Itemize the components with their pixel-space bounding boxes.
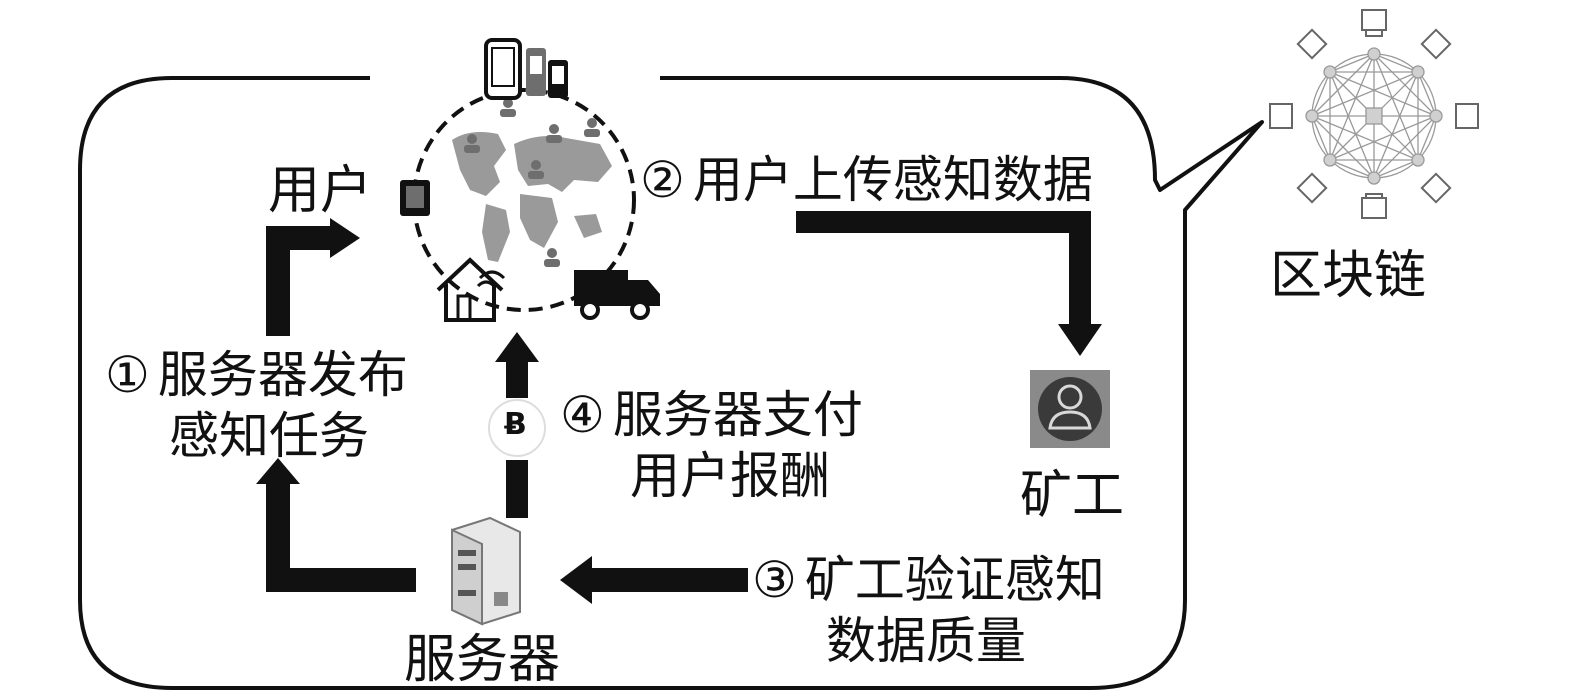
smart-home-icon <box>436 257 506 322</box>
computer-node-icon <box>1269 9 1479 219</box>
step-4-line-1: 服务器支付 <box>612 386 863 444</box>
miner-icon <box>1030 370 1110 448</box>
blockchain-network-icon <box>1269 9 1479 219</box>
step-1-line-2: 感知任务 <box>169 407 369 465</box>
arrow-3-verify-data <box>560 556 748 604</box>
step-2-number: ② <box>640 151 685 209</box>
step-1-number: ① <box>105 346 150 404</box>
step-2-line-1: 用户上传感知数据 <box>692 151 1093 209</box>
step-3-number: ③ <box>752 551 797 609</box>
user-label: 用户 <box>268 161 373 221</box>
arrow-1-publish-task <box>256 218 416 592</box>
user-device-globe <box>412 88 636 312</box>
bitcoin-symbol: Ƀ <box>504 407 527 442</box>
speech-bubble-frame <box>78 76 1264 690</box>
arrow-4-pay-reward <box>495 332 539 518</box>
delivery-truck-icon <box>574 270 660 320</box>
user-pin-icon <box>464 98 600 267</box>
blockchain-label: 区块链 <box>1270 246 1427 306</box>
step-4-number: ④ <box>560 386 605 444</box>
tablet-icon <box>400 180 430 216</box>
step-3-line-1: 矿工验证感知 <box>804 551 1105 609</box>
miner-label: 矿工 <box>1020 466 1125 526</box>
step-3-line-2: 数据质量 <box>826 612 1026 670</box>
bitcoin-coin-icon <box>488 399 546 457</box>
step-1-line-1: 服务器发布 <box>157 346 408 404</box>
server-icon <box>451 516 521 626</box>
arrow-2-upload-data <box>796 211 1102 356</box>
step-4-line-2: 用户报酬 <box>630 447 830 505</box>
server-label: 服务器 <box>404 630 561 690</box>
smartphone-icon <box>484 38 568 100</box>
